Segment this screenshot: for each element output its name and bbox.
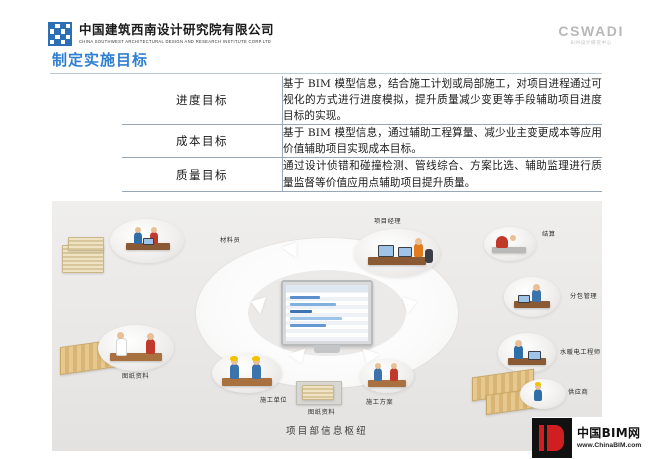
institute-logo-icon <box>48 22 72 46</box>
diagram-caption: 项目部信息枢纽 <box>286 426 368 437</box>
watermark-url: www.ChinaBIM.com <box>577 442 642 450</box>
information-hub-diagram: 材料员 项目经理 <box>52 201 602 451</box>
node-label: 水暖电工程师 <box>560 349 601 356</box>
title-divider <box>50 73 602 74</box>
node-label: 图纸资料 <box>122 373 150 380</box>
goal-label: 成本目标 <box>122 124 283 159</box>
node-label: 项目经理 <box>374 218 402 225</box>
node-label: 分包管理 <box>570 293 598 300</box>
cswadi-wordmark: CSWADI <box>558 23 624 39</box>
page-title: 制定实施目标 <box>52 52 148 69</box>
node-label: 施工方案 <box>366 399 394 406</box>
goal-description: 基于 BIM 模型信息，结合施工计划或局部施工，对项目进程通过可视化的方式进行进… <box>282 76 602 126</box>
node-construction-plan: 施工方案 <box>360 359 414 406</box>
company-name-en: CHINA SOUTHWEST ARCHITECTURAL DESIGN AND… <box>79 38 272 44</box>
company-logo-text: 中国建筑西南设计研究院有限公司 CHINA SOUTHWEST ARCHITEC… <box>79 24 274 44</box>
table-row: 进度目标 基于 BIM 模型信息，结合施工计划或局部施工，对项目进程通过可视化的… <box>122 76 602 126</box>
goal-label: 质量目标 <box>122 157 283 192</box>
node-subcontract-management: 分包管理 <box>504 277 597 317</box>
cswadi-subtitle: BIM设计研究中心 <box>570 41 612 46</box>
page-title-text: 制定实施目标 <box>52 51 149 69</box>
node-label: 结算 <box>542 231 556 238</box>
goal-description: 通过设计侦错和碰撞检测、管线综合、方案比选、辅助监理进行质量监督等价值应用点辅助… <box>282 157 602 192</box>
goal-description: 基于 BIM 模型信息，通过辅助工程算量、减少业主变更成本等应用价值辅助项目实现… <box>282 124 602 159</box>
table-row: 质量目标 通过设计侦错和碰撞检测、管线综合、方案比选、辅助监理进行质量监督等价值… <box>122 157 602 192</box>
node-mep-engineer: 水暖电工程师 <box>498 333 600 373</box>
goal-label: 进度目标 <box>122 76 283 126</box>
company-name-cn: 中国建筑西南设计研究院有限公司 <box>79 22 275 38</box>
watermark: 中国BIM网 www.ChinaBIM.com <box>532 417 650 459</box>
node-label: 供应商 <box>568 389 589 396</box>
monitor-stand <box>314 345 340 353</box>
node-construction-unit: 施工单位 <box>212 353 287 404</box>
node-label: 施工单位 <box>260 397 288 404</box>
table-row: 成本目标 基于 BIM 模型信息，通过辅助工程算量、减少业主变更成本等应用价值辅… <box>122 124 602 159</box>
chinabim-logo-icon <box>532 418 572 458</box>
node-label: 图纸资料 <box>308 409 336 416</box>
goals-table: 进度目标 基于 BIM 模型信息，结合施工计划或局部施工，对项目进程通过可视化的… <box>122 76 602 192</box>
company-logo: 中国建筑西南设计研究院有限公司 CHINA SOUTHWEST ARCHITEC… <box>48 22 274 46</box>
slide-header: 中国建筑西南设计研究院有限公司 CHINA SOUTHWEST ARCHITEC… <box>0 0 650 47</box>
central-monitor-icon <box>281 280 373 346</box>
cswadi-logo: CSWADI BIM设计研究中心 <box>558 24 624 46</box>
node-material-clerk: 材料员 <box>110 219 240 263</box>
node-settlement: 结算 <box>484 227 555 261</box>
watermark-name: 中国BIM网 <box>577 425 641 440</box>
node-label: 材料员 <box>220 237 241 244</box>
